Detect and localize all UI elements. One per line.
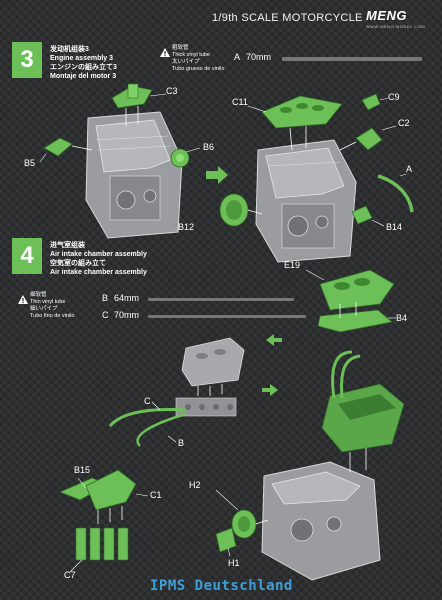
- label-h2: H2: [189, 480, 201, 490]
- part-b14-right: [351, 205, 385, 227]
- label-b14: B14: [386, 222, 403, 232]
- part-c9-right: [361, 93, 389, 111]
- label-c7: C7: [64, 570, 76, 580]
- airbox-e19-b4: [305, 269, 396, 333]
- label-c11: C11: [232, 97, 248, 107]
- label-c3: C3: [166, 86, 178, 96]
- step4-title-zh: 进气室组装: [50, 242, 85, 249]
- label-b4: B4: [396, 313, 408, 323]
- label-e19: E19: [284, 260, 301, 270]
- part-h2: [215, 489, 269, 539]
- thick-tube-zh: 粗软管: [172, 45, 189, 51]
- thin-tube-b-gauge: [148, 298, 294, 301]
- step3-title-es: Montaje del motor 3: [50, 73, 117, 80]
- part-b5-left: [39, 137, 93, 163]
- warning-icon: [160, 48, 170, 57]
- thin-tube-b-part: B: [102, 293, 109, 303]
- label-c1: C1: [150, 490, 162, 500]
- thick-tube-en: Thick vinyl tube: [172, 52, 210, 58]
- label-b5: B5: [24, 158, 36, 168]
- part-c11-right: [247, 95, 343, 151]
- green-airbox-step4: [321, 350, 405, 472]
- meng-logo-url: WWW.MENG-MODEL.COM: [366, 24, 426, 29]
- engine-block-left: [85, 111, 183, 239]
- thick-tube-es: Tubo grueso de vinilo: [172, 66, 225, 72]
- part-c3-left: [111, 83, 167, 126]
- thin-tube-en: Thin vinyl tube: [30, 299, 66, 305]
- step4-arrow-2: [262, 384, 278, 396]
- tube-b: [136, 412, 187, 447]
- step4-number-box: 4: [12, 238, 42, 274]
- thin-tube-description: 细软管 Thin vinyl tube 細いパイプ Tubo fino de v…: [30, 292, 74, 320]
- step3-title: 发动机组装3 Engine assembly 3 エンジンの組み立て3 Mont…: [50, 45, 117, 81]
- thin-tube-es: Tubo fino de vinilo: [30, 313, 75, 319]
- label-c2: C2: [398, 118, 410, 128]
- thick-tube-length: 70mm: [246, 52, 272, 62]
- part-c2-right: [339, 125, 397, 151]
- meng-logo: MENG: [366, 8, 407, 23]
- thin-tube-c-gauge: [148, 315, 306, 318]
- part-h1: [215, 527, 237, 557]
- step3-title-en: Engine assembly 3: [50, 55, 114, 62]
- thin-tube-zh: 细软管: [30, 292, 47, 298]
- engine-block-step4: [261, 461, 381, 581]
- step3-arrow: [206, 166, 228, 184]
- watermark: IPMS Deutschland: [150, 578, 293, 594]
- step4-title-en: Air intake chamber assembly: [50, 251, 147, 258]
- step4-arrow-1: [266, 334, 282, 346]
- throttle-body-assembly: [58, 469, 149, 573]
- thick-tube-ja: 太いパイプ: [172, 59, 200, 65]
- label-b12: B12: [178, 222, 195, 232]
- warning-icon: [18, 295, 28, 304]
- step3-title-zh: 发动机组装3: [50, 46, 89, 53]
- step3-number-box: 3: [12, 42, 42, 78]
- part-b12-right: [219, 193, 263, 227]
- thick-tube-description: 粗软管 Thick vinyl tube 太いパイプ Tubo grueso d…: [172, 45, 224, 73]
- thin-tube-c-part: C: [102, 310, 109, 320]
- thin-tube-ja: 細いパイプ: [30, 306, 58, 312]
- step4-title-es: Air intake chamber assembly: [50, 269, 147, 276]
- thick-tube-gauge: [282, 57, 422, 61]
- part-b6-left: [170, 147, 201, 168]
- step3-title-ja: エンジンの組み立て3: [50, 64, 117, 71]
- thin-tube-c-length: 70mm: [114, 310, 140, 320]
- step4-title-ja: 空気室の組み立て: [50, 260, 106, 267]
- label-b-tube: B: [178, 438, 185, 448]
- intake-assembly-middle: [175, 337, 245, 417]
- thin-tube-b-length: 64mm: [114, 293, 140, 303]
- label-b15: B15: [74, 465, 91, 475]
- label-a: A: [406, 164, 413, 174]
- engine-block-right: [255, 139, 357, 263]
- tube-c: [108, 408, 187, 428]
- tube-a-right: [377, 174, 414, 213]
- label-h1: H1: [228, 558, 240, 568]
- header-title: 1/9th SCALE MOTORCYCLE: [212, 12, 363, 24]
- label-c-tube: C: [144, 396, 151, 406]
- label-b6: B6: [203, 142, 215, 152]
- label-c9: C9: [388, 92, 400, 102]
- step4-title: 进气室组装 Air intake chamber assembly 空気室の組み…: [50, 241, 147, 277]
- thick-tube-part: A: [234, 52, 241, 62]
